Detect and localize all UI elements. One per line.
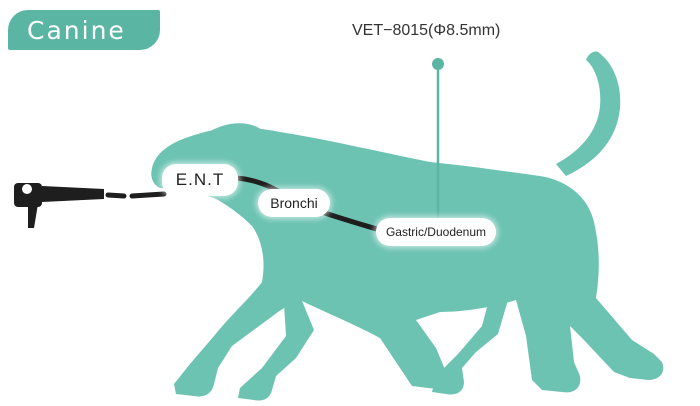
scope-model-label: VET−8015(Φ8.5mm) bbox=[352, 22, 501, 39]
species-title-badge: Canine bbox=[8, 10, 160, 50]
region-gastric-label: Gastric/Duodenum bbox=[376, 218, 496, 246]
species-title: Canine bbox=[27, 15, 126, 45]
region-bronchi-text: Bronchi bbox=[270, 195, 318, 211]
dog-hind-leg bbox=[432, 296, 508, 395]
dog-front-leg bbox=[238, 296, 314, 401]
dog-tail bbox=[556, 51, 621, 177]
model-callout-pin bbox=[432, 58, 444, 222]
endoscope-handle bbox=[14, 183, 104, 228]
region-ent-label: E.N.T bbox=[162, 164, 238, 196]
region-gastric-text: Gastric/Duodenum bbox=[385, 225, 487, 239]
region-ent-text: E.N.T bbox=[175, 170, 225, 189]
region-bronchi-label: Bronchi bbox=[258, 189, 330, 217]
